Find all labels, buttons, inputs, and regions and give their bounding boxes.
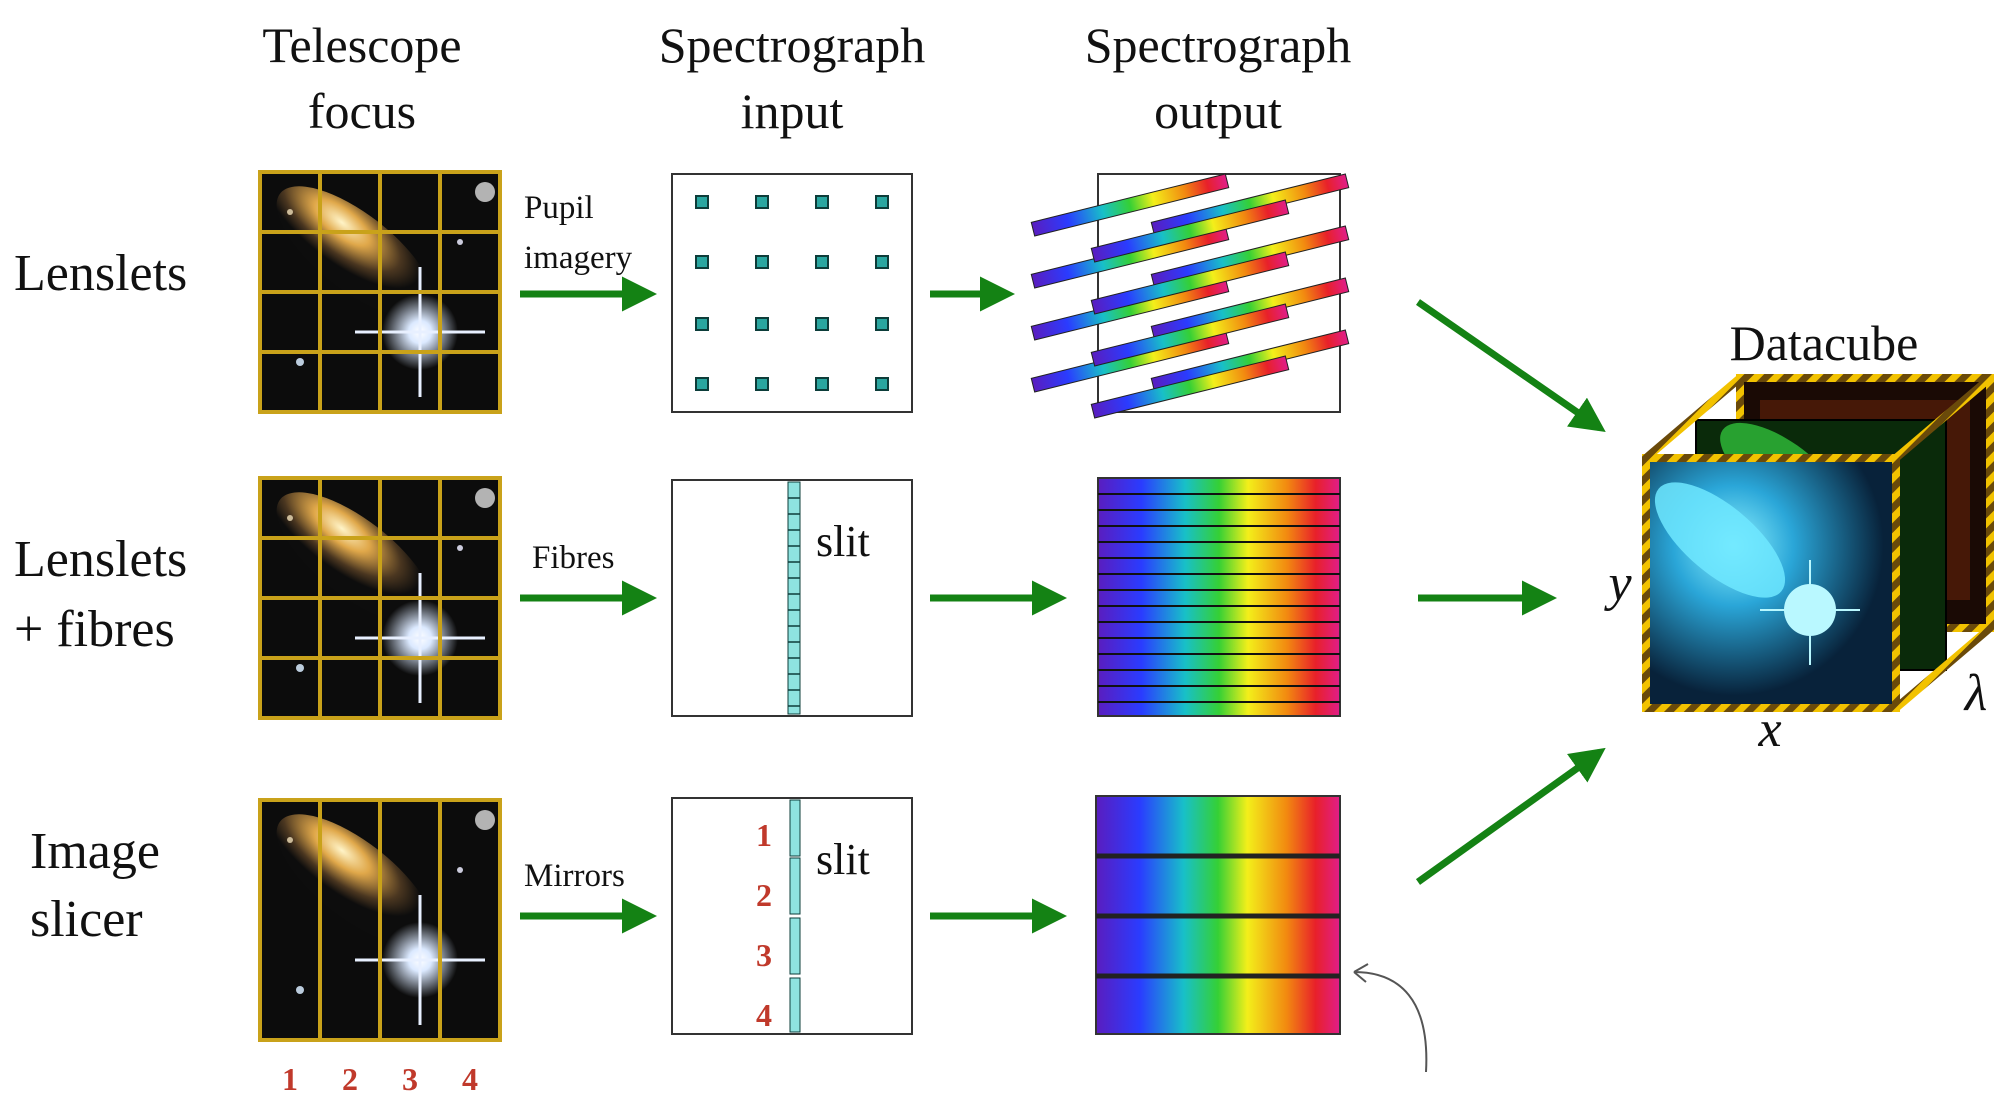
slice-number-2: 2 (342, 1061, 358, 1097)
datacube-axis-x: x (1757, 701, 1781, 758)
connector-label-fibres: Fibres (532, 540, 615, 576)
slit-number-3: 3 (756, 937, 772, 973)
input-panel-slicer-slit (671, 797, 913, 1035)
output-panel-lenslet-spectra (1030, 173, 1350, 419)
slit-label-slicer: slit (816, 835, 870, 884)
col-header-telescope-line1: Telescope (262, 17, 461, 73)
datacube (1642, 374, 1994, 712)
connector-label-pupil: Pupil (524, 190, 594, 226)
row-label-lenslets-fibres-line1: Lenslets (14, 531, 187, 588)
pointer-arrowhead-icon (1353, 963, 1369, 983)
telescope-image-fibres (255, 468, 502, 720)
arrow-output-to-cube-row1 (1416, 299, 1606, 432)
connector-label-imagery: imagery (524, 240, 633, 276)
datacube-axis-y: y (1603, 555, 1632, 612)
col-header-output-line2: output (1154, 83, 1282, 139)
col-header-input-line2: input (741, 83, 844, 139)
slit-number-4: 4 (756, 997, 772, 1033)
input-panel-fibre-slit (671, 479, 913, 717)
telescope-image-lenslets (255, 162, 502, 414)
slice-number-3: 3 (402, 1061, 418, 1097)
slice-number-1: 1 (282, 1061, 298, 1097)
datacube-axis-lambda: λ (1963, 665, 1988, 722)
col-header-input-line1: Spectrograph (659, 17, 926, 73)
slit-number-1: 1 (756, 817, 772, 853)
slit-number-2: 2 (756, 877, 772, 913)
connector-label-mirrors: Mirrors (524, 858, 625, 894)
row-label-lenslets-fibres-line2: + fibres (14, 601, 175, 658)
pointer-curve-arrow (1353, 971, 1428, 1073)
telescope-image-slicer (255, 790, 502, 1042)
row-label-lenslets: Lenslets (14, 245, 187, 302)
row-label-image-slicer-line2: slicer (30, 891, 143, 948)
slice-number-4: 4 (462, 1061, 478, 1097)
output-panel-slicer-spectra (1095, 795, 1341, 1035)
row-label-image-slicer-line1: Image (30, 823, 160, 880)
slit-label-fibres: slit (816, 517, 870, 566)
output-panel-fibre-spectra (1097, 477, 1341, 717)
arrow-output-to-cube-row3 (1415, 747, 1606, 885)
datacube-title: Datacube (1730, 315, 1919, 371)
input-panel-lenslet-grid (671, 173, 913, 413)
col-header-output-line1: Spectrograph (1085, 17, 1352, 73)
col-header-telescope-line2: focus (308, 83, 416, 139)
